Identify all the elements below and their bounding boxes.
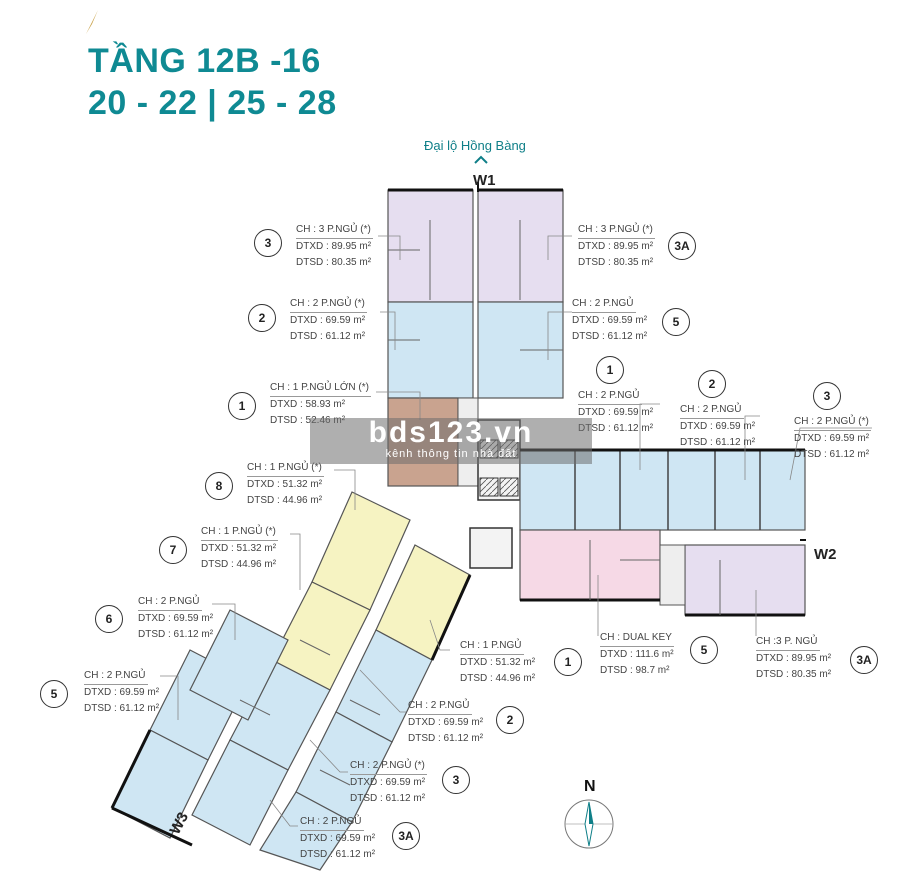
logo-icon (86, 10, 98, 34)
wing-label-w1: W1 (473, 172, 496, 189)
unit-number: 7 (159, 536, 187, 564)
compass-north-label: N (584, 778, 596, 795)
wing-w2 (469, 448, 806, 617)
unit-number: 6 (95, 605, 123, 633)
unit-number: 5 (40, 680, 68, 708)
unit-number: 1 (596, 356, 624, 384)
chevron-up-icon (474, 155, 488, 164)
unit-number: 3 (254, 229, 282, 257)
unit-number: 3A (392, 822, 420, 850)
unit-number: 5 (662, 308, 690, 336)
unit-number: 2 (698, 370, 726, 398)
unit-number: 2 (248, 304, 276, 332)
wing-label-w2: W2 (814, 546, 837, 563)
unit-number: 2 (496, 706, 524, 734)
floor-numbers: 20 - 22 | 25 - 28 (88, 84, 337, 122)
compass-icon (564, 799, 614, 849)
wing-w3 (110, 491, 472, 871)
unit-number: 3A (668, 232, 696, 260)
floor-title: TẦNG 12B -16 (88, 42, 321, 80)
road-label: Đại lộ Hồng Bàng (424, 138, 526, 153)
unit-number: 5 (690, 636, 718, 664)
unit-number: 3 (442, 766, 470, 794)
unit-number: 1 (554, 648, 582, 676)
unit-number: 3A (850, 646, 878, 674)
unit-number: 8 (205, 472, 233, 500)
watermark: bds123.vn kênh thông tin nhà đất (310, 418, 592, 464)
unit-number: 3 (813, 382, 841, 410)
unit-number: 1 (228, 392, 256, 420)
